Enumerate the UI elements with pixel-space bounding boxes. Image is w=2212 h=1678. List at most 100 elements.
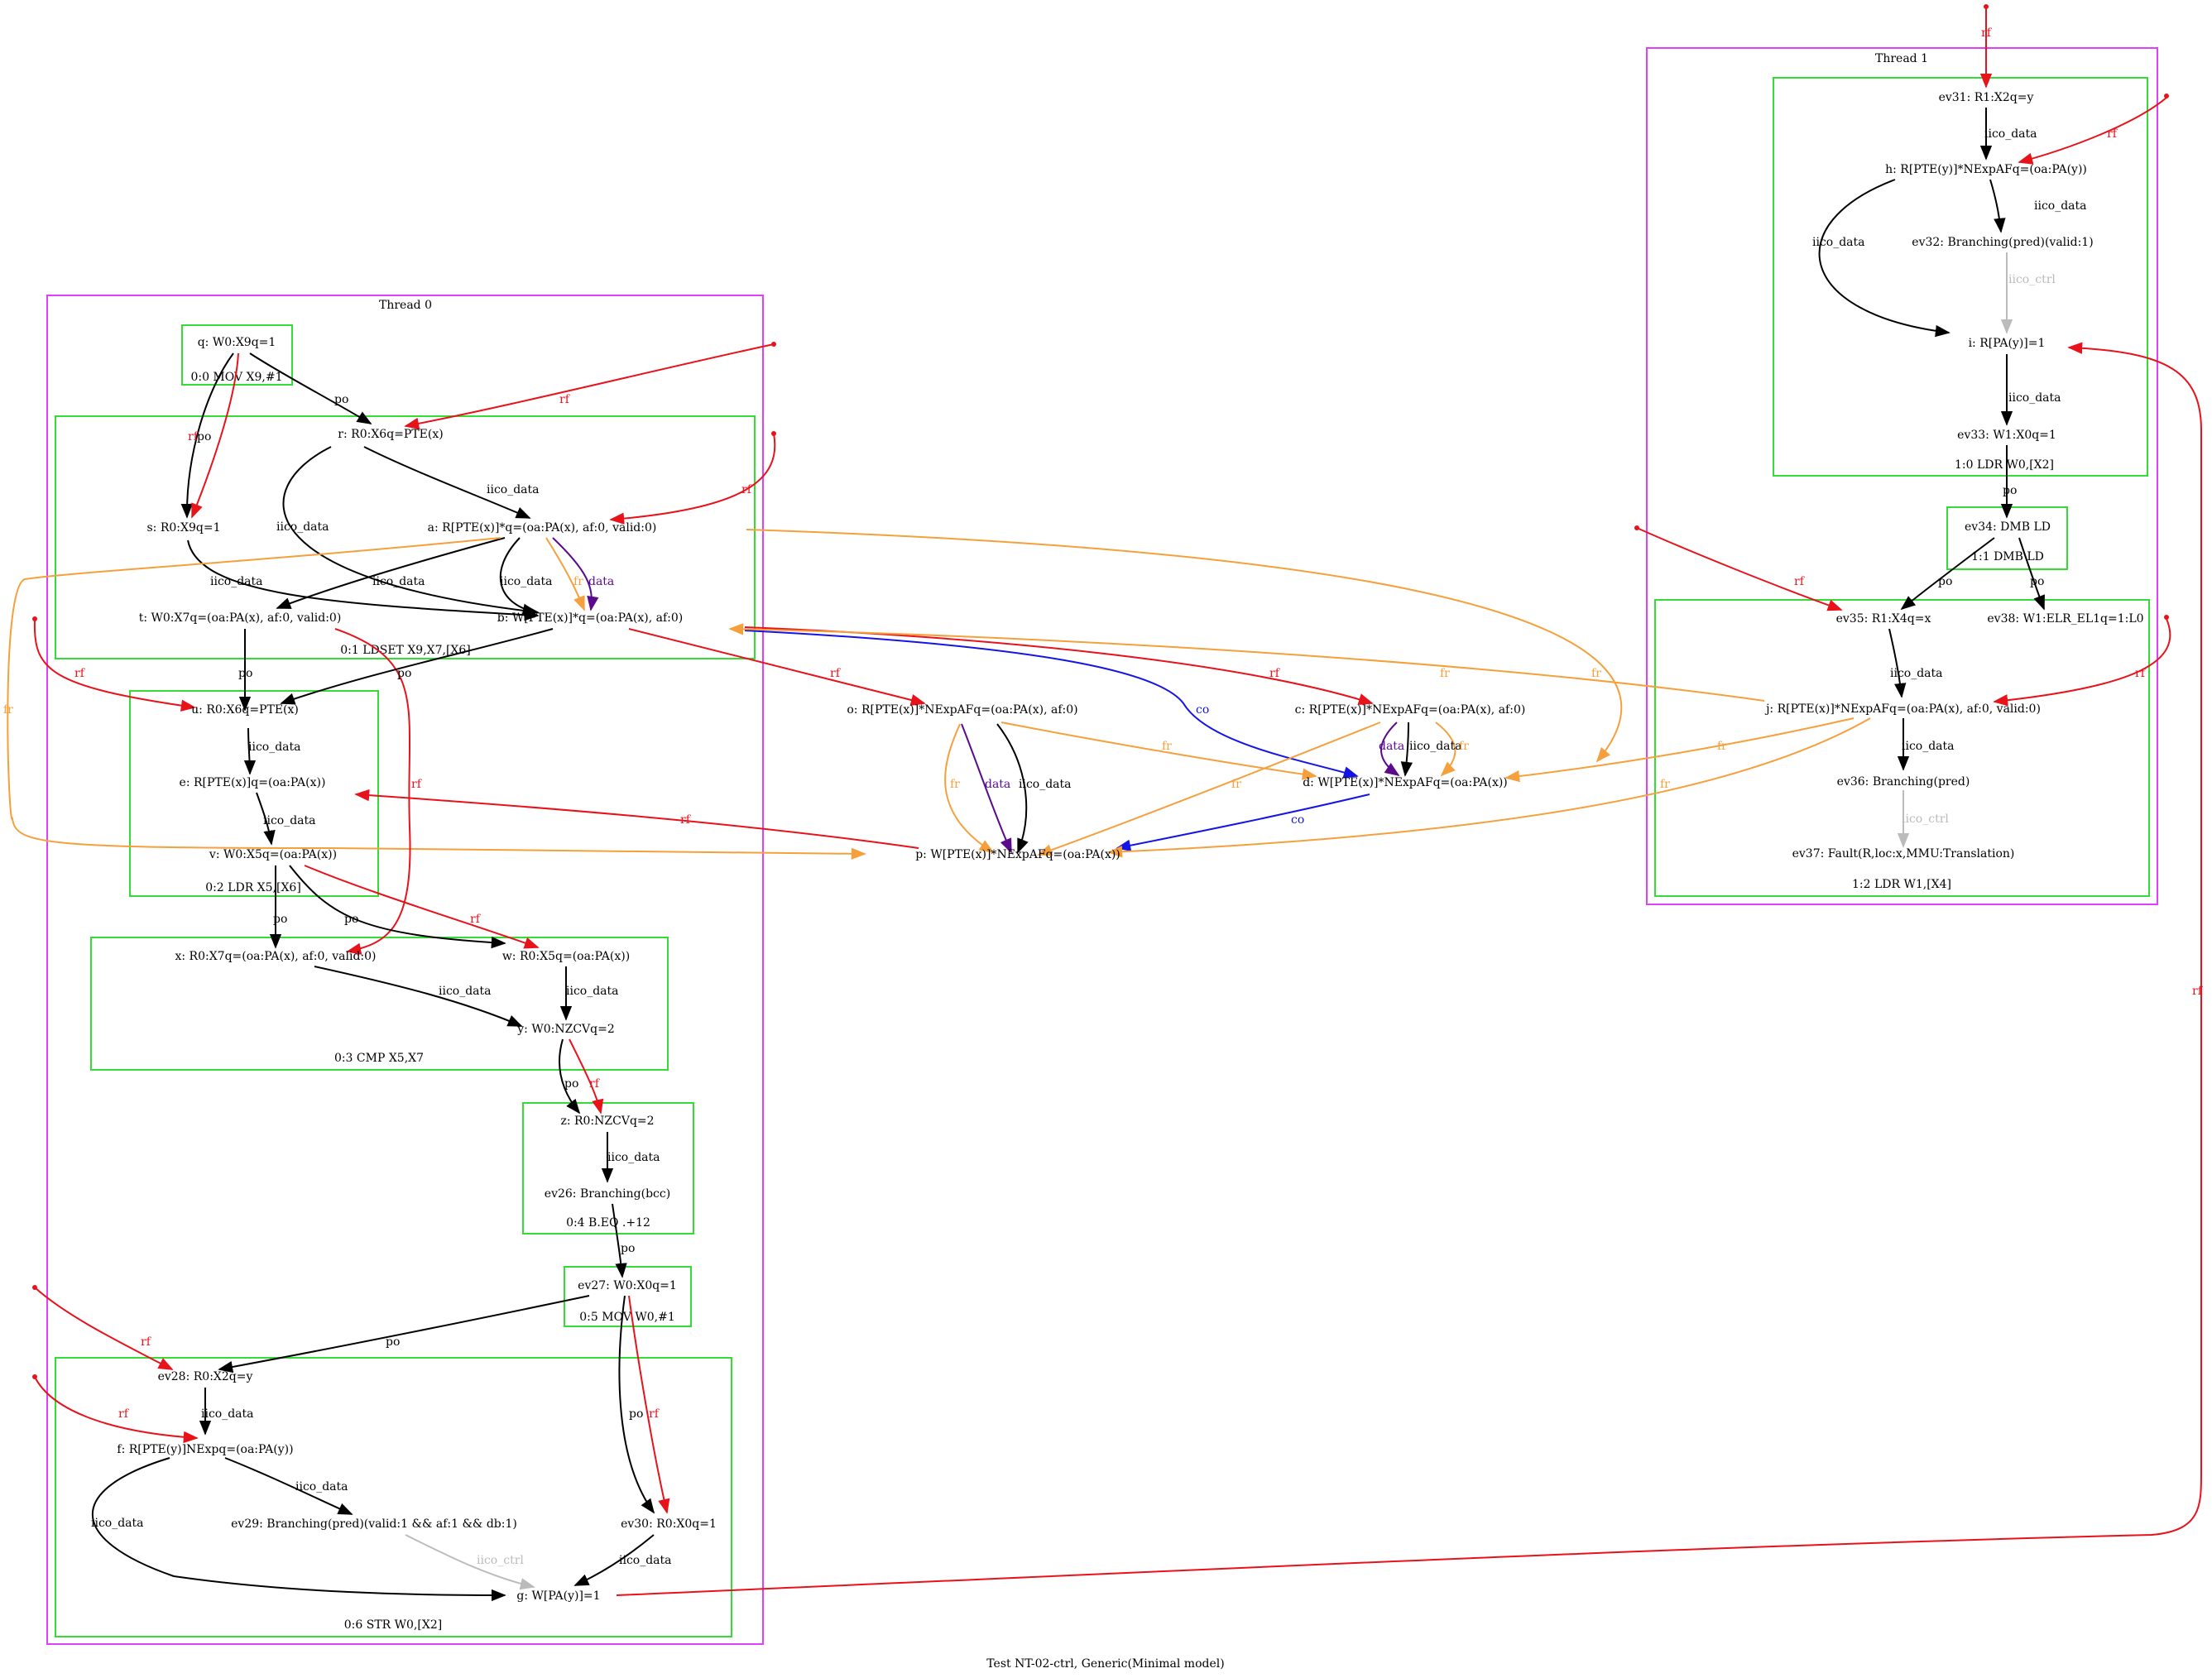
node-v[interactable]: v: W0:X5q=(oa:PA(x))	[209, 848, 337, 861]
node-ev27[interactable]: ev27: W0:X0q=1	[578, 1279, 677, 1292]
instr-label-0-6: 0:6 STR W0,[X2]	[344, 1618, 442, 1632]
edge-r-b-iico	[282, 446, 540, 617]
edge-s-b-iico	[187, 539, 540, 621]
edge-label-po: po	[397, 667, 411, 680]
node-i[interactable]: i: R[PA(y)]=1	[1969, 337, 2046, 350]
edge-y-z-po	[559, 1038, 581, 1115]
node-f[interactable]: f: R[PTE(y)]NExpq=(oa:PA(y))	[117, 1443, 293, 1456]
edge-label-rf: rf	[118, 1407, 130, 1421]
edge-a-b-data	[552, 537, 599, 611]
edge-label-iico: iico_data	[1812, 236, 1865, 249]
edge-a-t-iico	[276, 537, 506, 609]
node-ev35[interactable]: ev35: R1:X4q=x	[1836, 612, 1931, 626]
edge-b-d-co	[744, 630, 1359, 779]
edge-label-rf: rf	[2107, 127, 2118, 141]
node-ev28[interactable]: ev28: R0:X2q=y	[158, 1370, 253, 1383]
edge-label-rf: rf	[1794, 575, 1806, 588]
instr-cluster-0-3: 0:3 CMP X5,X7	[90, 937, 669, 1071]
node-h[interactable]: h: R[PTE(y)]*NExpAFq=(oa:PA(y))	[1885, 163, 2087, 176]
edges	[7, 7, 2203, 1602]
node-ev34[interactable]: ev34: DMB LD	[1965, 520, 2051, 534]
thread-1-cluster: Thread 1	[1646, 47, 2158, 905]
node-ev32[interactable]: ev32: Branching(pred)(valid:1)	[1912, 236, 2093, 249]
node-j[interactable]: j: R[PTE(x)]*NExpAFq=(oa:PA(x), af:0, va…	[1764, 702, 2041, 716]
node-ev26[interactable]: ev26: Branching(bcc)	[545, 1187, 670, 1201]
edge-label-po: po	[197, 430, 211, 443]
edge-v-w-po	[289, 865, 506, 949]
node-r[interactable]: r: R0:X6q=PTE(x)	[338, 428, 443, 441]
edge-r-a-iico	[363, 446, 531, 519]
node-c[interactable]: c: R[PTE(x)]*NExpAFq=(oa:PA(x), af:0)	[1295, 703, 1526, 717]
edge-label-iico: iico_data	[500, 575, 553, 588]
instr-label-0-2: 0:2 LDR X5,[X6]	[205, 881, 301, 894]
node-ev29[interactable]: ev29: Branching(pred)(valid:1 && af:1 &&…	[231, 1517, 517, 1531]
init-dot	[32, 1374, 37, 1379]
nodes: q: W0:X9q=1 r: R0:X6q=PTE(x) s: R0:X9q=1…	[117, 91, 2143, 1603]
edge-p-e-rf	[354, 789, 919, 849]
instr-cluster-1-0: 1:0 LDR W0,[X2]	[1773, 77, 2148, 477]
edge-y-z-rf	[569, 1038, 604, 1115]
init-dot	[771, 342, 776, 347]
thread-0-label: Thread 0	[379, 299, 432, 312]
init-dot	[1984, 4, 1989, 9]
edge-init-a-rf	[609, 433, 776, 525]
edge-label-data: data	[985, 778, 1010, 791]
edge-x-y-iico	[314, 966, 523, 1027]
node-ev36[interactable]: ev36: Branching(pred)	[1837, 775, 1970, 789]
edge-label-po: po	[238, 667, 252, 680]
edge-label-rf: rf	[74, 667, 86, 680]
init-dot	[32, 616, 37, 621]
node-ev30[interactable]: ev30: R0:X0q=1	[621, 1517, 717, 1531]
edge-label-iico-ctrl: iico_ctrl	[477, 1554, 524, 1567]
node-g[interactable]: g: W[PA(y)]=1	[516, 1589, 600, 1603]
node-ev33[interactable]: ev33: W1:X0q=1	[1957, 429, 2056, 442]
edge-label-po: po	[344, 913, 358, 926]
edge-label-fr: fr	[1440, 667, 1450, 680]
edge-init-u-rf	[33, 620, 196, 712]
edge-h-i-iico	[1818, 179, 1950, 338]
node-ev37[interactable]: ev37: Fault(R,loc:x,MMU:Translation)	[1792, 847, 2015, 861]
node-z[interactable]: z: R0:NZCVq=2	[560, 1115, 654, 1128]
edge-label-fr: fr	[1459, 740, 1469, 753]
edge-label-iico-ctrl: iico_ctrl	[1902, 813, 1949, 826]
edge-label-rf: rf	[188, 430, 199, 443]
edge-o-p-data	[961, 723, 1012, 854]
edge-t-x-rf	[334, 628, 411, 955]
edge-label-rf: rf	[470, 913, 482, 926]
node-t[interactable]: t: W0:X7q=(oa:PA(x), af:0, valid:0)	[139, 611, 342, 625]
instr-label-1-1: 1:1 DMB LD	[1971, 550, 2044, 563]
edge-label-rf: rf	[2192, 985, 2204, 998]
node-w[interactable]: w: R0:X5q=(oa:PA(x))	[502, 950, 630, 963]
edge-label-iico: iico_data	[91, 1517, 144, 1530]
instr-label-0-3: 0:3 CMP X5,X7	[334, 1052, 424, 1065]
node-e[interactable]: e: R[PTE(x)]q=(oa:PA(x))	[180, 776, 326, 789]
init-dot	[771, 431, 776, 436]
edge-ev34-ev35-po	[1900, 537, 1995, 611]
edge-j-d-fr	[1504, 717, 1855, 783]
edge-label-iico: iico_data	[263, 814, 316, 827]
edge-init-ev35-rf	[1636, 527, 1843, 611]
node-ev38[interactable]: ev38: W1:ELR_EL1q=1:L0	[1987, 612, 2143, 626]
edge-label-data: data	[588, 575, 614, 588]
node-u[interactable]: u: R0:X6q=PTE(x)	[191, 703, 299, 717]
edge-label-iico: iico_data	[1984, 127, 2037, 141]
node-o[interactable]: o: R[PTE(x)]*NExpAFq=(oa:PA(x), af:0)	[847, 703, 1077, 717]
node-y[interactable]: y: W0:NZCVq=2	[516, 1023, 615, 1036]
edge-label-iico: iico_data	[276, 520, 329, 534]
edge-ev27-ev30-po	[618, 1295, 655, 1514]
edge-a-p-fr	[7, 537, 866, 860]
edge-label-fr: fr	[1231, 778, 1241, 791]
node-d[interactable]: d: W[PTE(x)]*NExpAFq=(oa:PA(x))	[1303, 776, 1508, 789]
node-p[interactable]: p: W[PTE(x)]*NExpAFq=(oa:PA(x))	[915, 848, 1120, 861]
node-s[interactable]: s: R0:X9q=1	[147, 521, 221, 535]
edge-c-d-fr	[1435, 722, 1456, 777]
node-a[interactable]: a: R[PTE(x)]*q=(oa:PA(x), af:0, valid:0)	[428, 521, 657, 535]
edge-a-b-iico	[499, 537, 538, 616]
node-x[interactable]: x: R0:X7q=(oa:PA(x), af:0, valid:0)	[175, 950, 376, 963]
edge-f-g-iico	[92, 1457, 506, 1602]
edge-label-po: po	[273, 913, 287, 926]
node-b[interactable]: b: W[PTE(x)]*q=(oa:PA(x), af:0)	[497, 611, 683, 625]
node-q[interactable]: q: W0:X9q=1	[198, 336, 276, 349]
edge-c-p-fr	[1037, 722, 1381, 856]
node-ev31[interactable]: ev31: R1:X2q=y	[1939, 91, 2034, 104]
